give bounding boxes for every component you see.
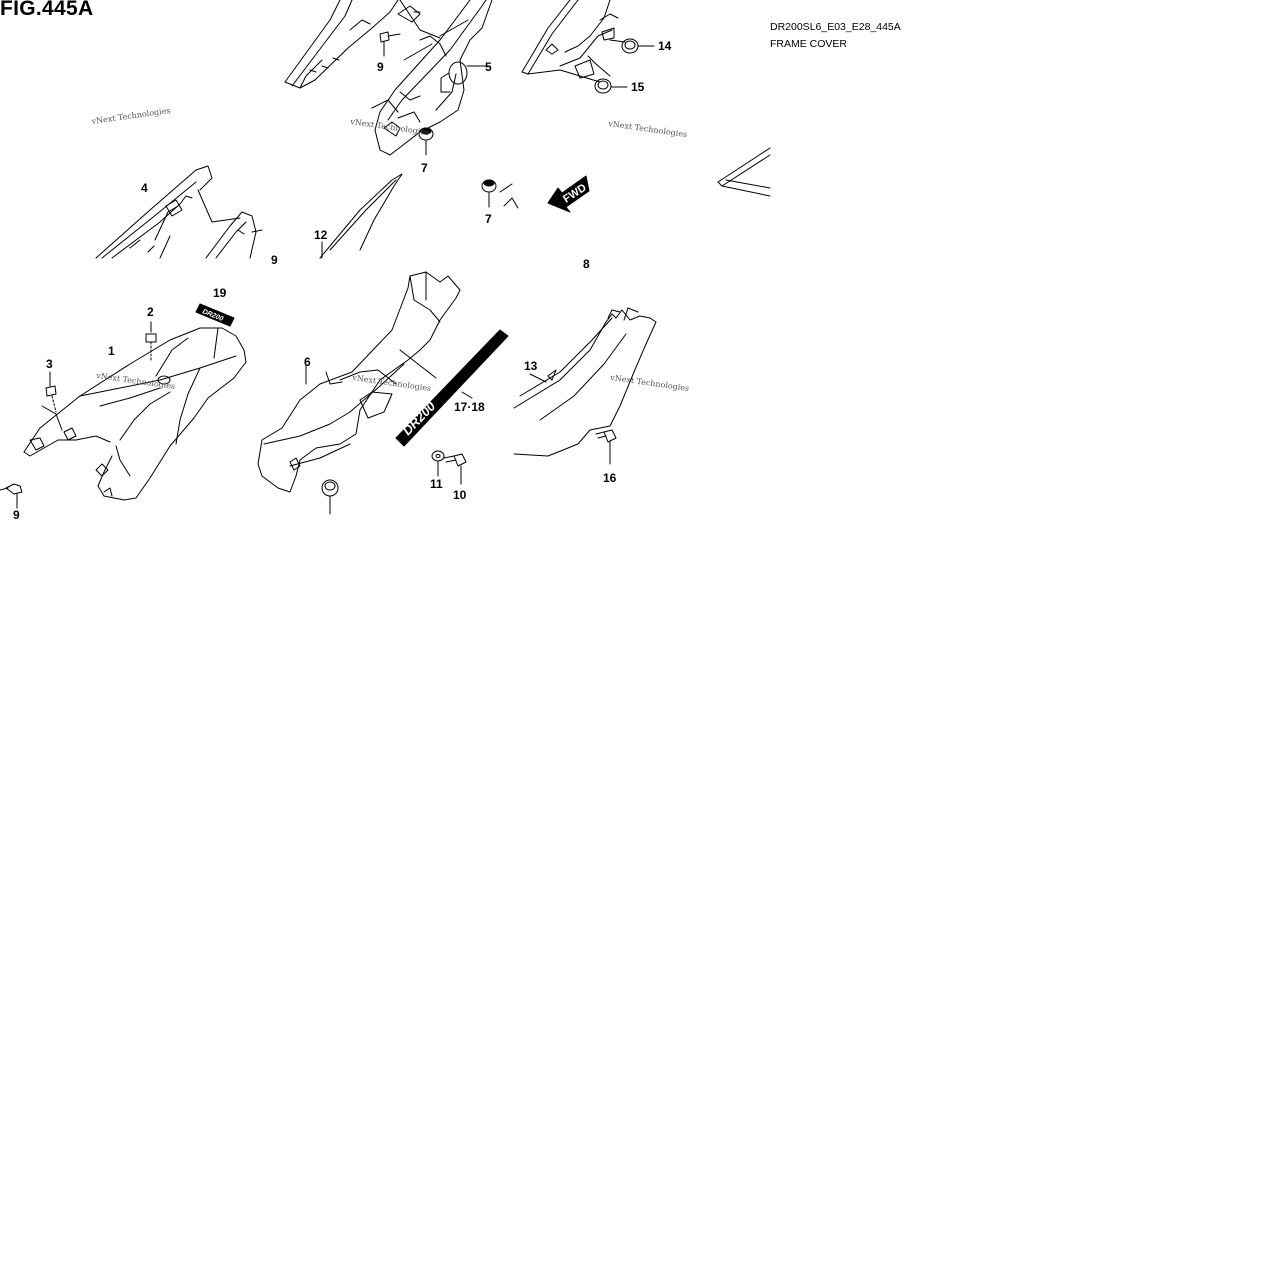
- label-part-1: 1: [108, 344, 115, 358]
- fwd-arrow: FWD: [547, 175, 590, 213]
- label-part-9-lower: 9: [13, 508, 20, 522]
- watermark-3: vNext Technologies: [607, 119, 688, 139]
- diagram-subtitle: FRAME COVER: [770, 38, 848, 50]
- cushion-7-upper: [418, 127, 434, 156]
- decal-19: DR200: [195, 303, 235, 359]
- frame-cover-bracket-4: [95, 165, 263, 259]
- label-part-4: 4: [141, 181, 148, 195]
- right-edge-fragment: [717, 147, 771, 197]
- rear-fender-cover-1: [23, 327, 247, 501]
- label-part-9-top: 9: [377, 60, 384, 74]
- watermarks: vNext Technologies vNext Technologies vN…: [90, 106, 690, 393]
- cushion-15: [594, 78, 628, 94]
- label-part-19: 19: [213, 286, 227, 300]
- label-part-16: 16: [603, 471, 617, 485]
- washer-11: [431, 450, 445, 477]
- bolt-2: [145, 321, 157, 363]
- side-cover-13: [513, 307, 657, 457]
- bolt-16: [595, 429, 617, 465]
- label-part-8: 8: [583, 257, 590, 271]
- frame-rail-assembly: [284, 0, 493, 156]
- label-part-2: 2: [147, 305, 154, 319]
- decal-17-18-text: DR200: [399, 398, 438, 438]
- diagram-code: DR200SL6_E03_E28_445A: [770, 21, 901, 33]
- watermark-4: vNext Technologies: [95, 371, 176, 391]
- label-part-14: 14: [658, 39, 672, 53]
- cushion-14: [621, 38, 655, 54]
- label-part-11: 11: [430, 477, 443, 491]
- label-part-9-mid: 9: [271, 253, 278, 267]
- label-part-17-18: 17·18: [454, 400, 485, 414]
- watermark-6: vNext Technologies: [609, 373, 690, 393]
- label-part-7-lower: 7: [485, 212, 492, 226]
- seat-bracket: [521, 0, 626, 83]
- bolt-3: [45, 371, 57, 413]
- figure-title: FIG.445A: [0, 0, 94, 20]
- bolt-9-lower-left: [0, 483, 23, 509]
- watermark-2: vNext Technologies: [349, 117, 430, 137]
- label-part-6: 6: [304, 355, 311, 369]
- bolt-9-top: [379, 31, 401, 57]
- cushion-6-bottom: [321, 479, 339, 515]
- label-part-13: 13: [524, 359, 538, 373]
- watermark-1: vNext Technologies: [90, 106, 171, 126]
- cushion-7-lower: [481, 179, 519, 209]
- strip-12: [319, 173, 403, 259]
- label-part-10: 10: [453, 488, 467, 502]
- label-part-5: 5: [485, 60, 492, 74]
- label-part-3: 3: [46, 357, 53, 371]
- part-callouts: 9 5 14 15 7 4 7 12 9 8 19 2 1 3 6 13 17·…: [13, 39, 672, 522]
- label-part-12: 12: [314, 228, 328, 242]
- label-part-15: 15: [631, 80, 645, 94]
- label-part-7-upper: 7: [421, 161, 428, 175]
- bolt-10: [443, 453, 467, 485]
- frame-cover-6: [257, 271, 461, 493]
